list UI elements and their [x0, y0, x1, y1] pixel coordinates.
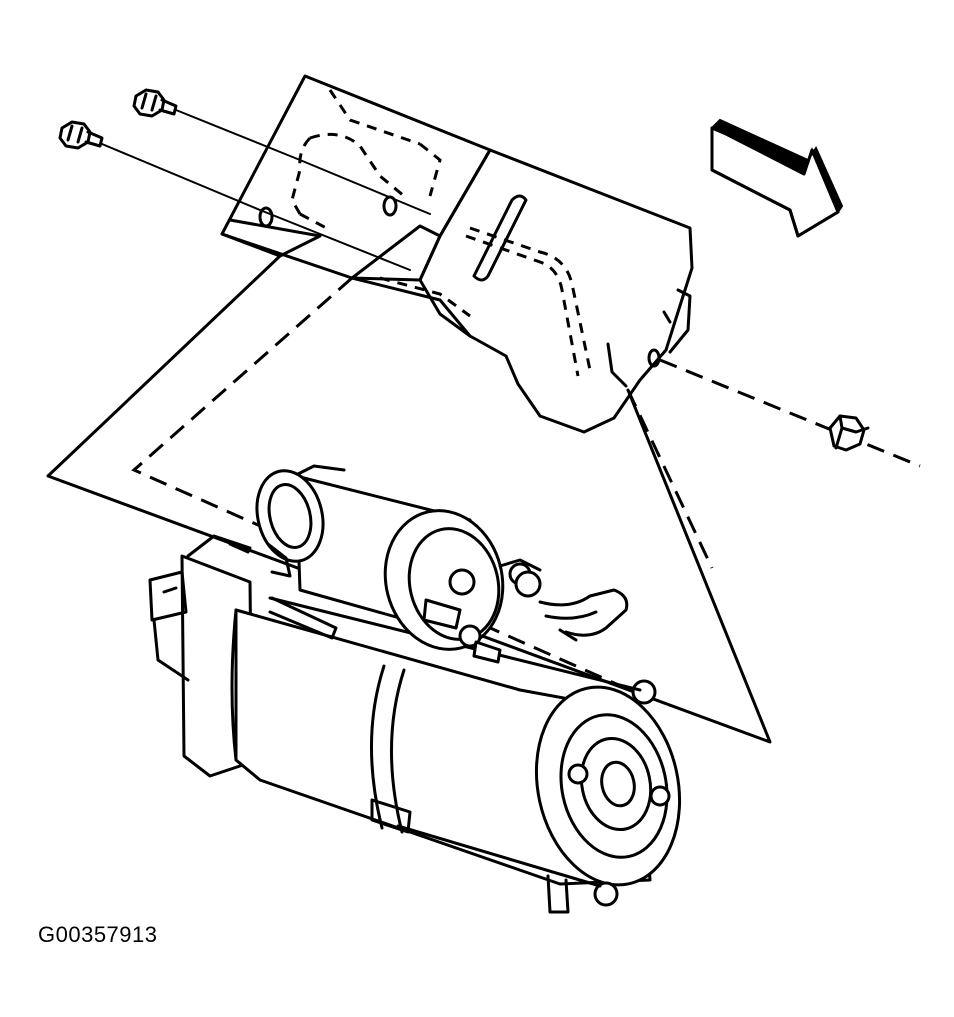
lower-bolt	[58, 120, 261, 211]
nut	[828, 414, 870, 452]
heat-shield	[220, 74, 694, 434]
starter-motor	[148, 464, 682, 914]
upper-bolt	[132, 88, 301, 161]
front-direction-arrow-icon	[710, 118, 844, 238]
figure-id-label: G00357913	[38, 922, 158, 947]
